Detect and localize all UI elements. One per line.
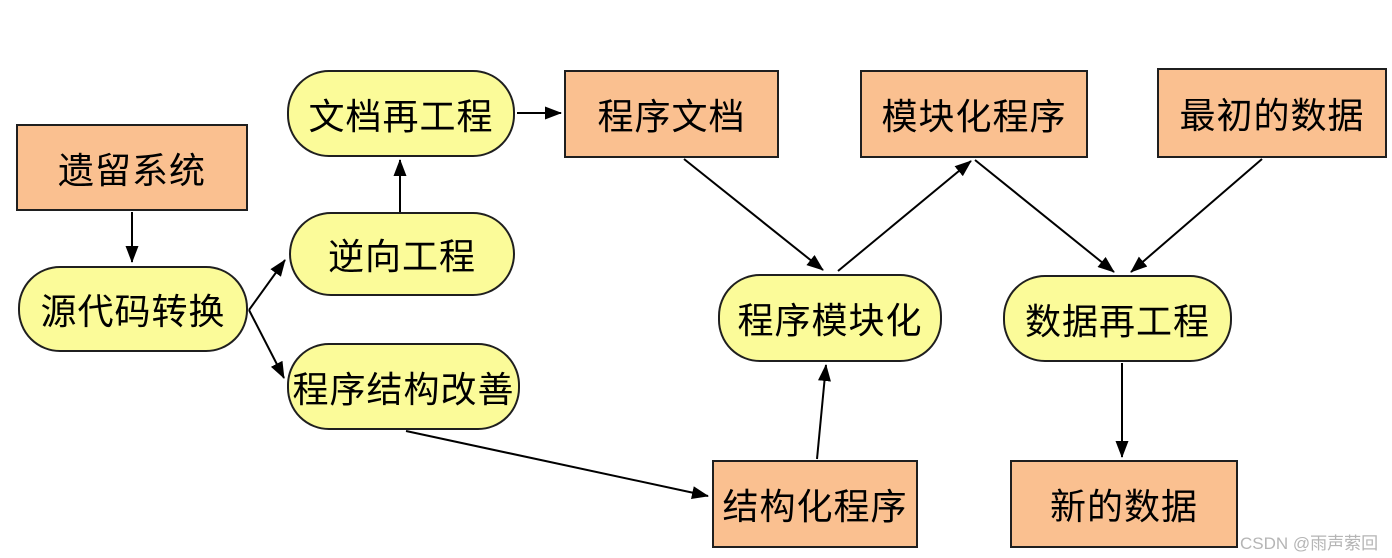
node-program-structure-improvement: 程序结构改善 — [287, 343, 520, 430]
node-new-data: 新的数据 — [1010, 460, 1238, 548]
arrow-program-structure-improvement-to-structured-program — [405, 430, 709, 499]
arrow-source-code-translation-to-reverse-engineering — [248, 259, 286, 311]
arrow-source-code-translation-to-program-structure-improvement — [248, 309, 285, 379]
node-source-code-translation: 源代码转换 — [18, 266, 248, 352]
node-program-modularization: 程序模块化 — [718, 274, 942, 362]
node-structured-program: 结构化程序 — [712, 460, 918, 548]
node-modularized-program: 模块化程序 — [860, 70, 1088, 158]
node-data-reengineering: 数据再工程 — [1003, 275, 1232, 362]
arrow-program-documentation-to-program-modularization — [683, 158, 824, 271]
csdn-watermark: CSDN @雨声萦回 — [1240, 534, 1379, 553]
node-document-reengineering: 文档再工程 — [287, 70, 515, 157]
node-reverse-engineering: 逆向工程 — [289, 212, 515, 296]
node-program-documentation: 程序文档 — [564, 70, 779, 158]
arrow-modularized-program-to-data-reengineering — [974, 159, 1115, 273]
arrow-structured-program-to-program-modularization — [816, 364, 831, 460]
node-original-data: 最初的数据 — [1157, 68, 1387, 158]
node-legacy-system: 遗留系统 — [16, 124, 248, 211]
arrow-original-data-to-data-reengineering — [1130, 158, 1263, 273]
arrow-program-modularization-to-modularized-program — [837, 160, 972, 272]
